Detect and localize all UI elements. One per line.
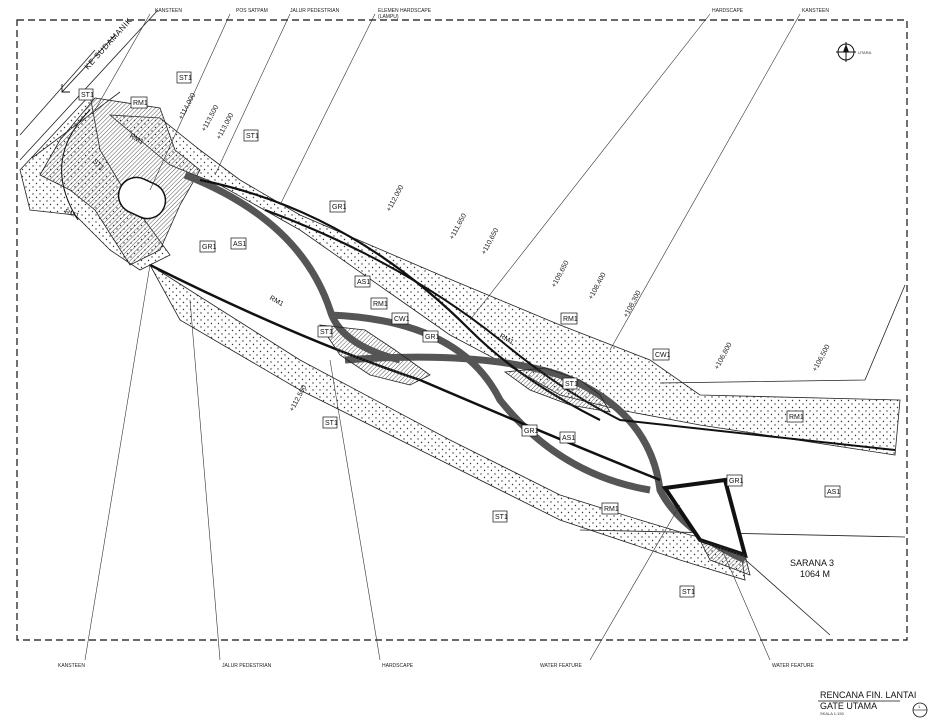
title-line-1: RENCANA FIN. LANTAI [820, 690, 916, 700]
tag-rm1: RM1 [370, 297, 388, 310]
entrance-plaza [39, 97, 201, 266]
callout-hardscape-bottom: HARDSCAPE [382, 663, 414, 669]
callout-water-feature-right: WATER FEATURE [772, 663, 815, 669]
water-feature-base [699, 539, 751, 576]
tag-cw1: CW1 [391, 312, 410, 325]
area-label-name: SARANA 3 [790, 558, 834, 568]
tag-gr1: GR1 [329, 200, 347, 213]
svg-text:+113,500: +113,500 [201, 104, 221, 133]
tag-as1: AS1 [354, 275, 371, 288]
svg-text:GR1: GR1 [425, 334, 440, 341]
svg-text:RM1: RM1 [604, 506, 619, 513]
callout-hardscape-top: HARDSCAPE [712, 8, 744, 14]
svg-text:ST1: ST1 [320, 329, 333, 336]
svg-text:+108,400: +108,400 [588, 272, 608, 301]
tag-as1: AS1 [824, 485, 841, 498]
tag-rm1: RM1 [130, 96, 148, 109]
svg-text:GR1: GR1 [729, 478, 744, 485]
callout-kansteen-bottom: KANSTEEN [58, 663, 85, 669]
svg-text:RM1: RM1 [789, 414, 804, 421]
svg-text:ST1: ST1 [682, 589, 695, 596]
tag-st1: ST1 [243, 129, 259, 142]
callout-kansteen-top-left: KANSTEEN [155, 8, 182, 14]
tag-gr1: GR1 [199, 240, 217, 253]
svg-text:CW1: CW1 [394, 316, 410, 323]
callout-kansteen-top-right: KANSTEEN [802, 8, 829, 14]
svg-text:+106,500: +106,500 [812, 344, 832, 373]
svg-text:AS1: AS1 [827, 489, 840, 496]
svg-text:RM1: RM1 [133, 100, 148, 107]
callout-elemen-hardscape: ELEMEN HARDSCAPE [378, 8, 432, 14]
svg-text:RM1: RM1 [268, 295, 284, 309]
north-arrow-icon [836, 42, 856, 62]
tag-rm1: RM1 [601, 502, 619, 515]
road-label: KE SUDAMANIK [83, 16, 134, 72]
svg-text:AS1: AS1 [357, 279, 370, 286]
tag-as1: AS1 [230, 237, 247, 250]
svg-text:+110,650: +110,650 [481, 227, 501, 256]
tag-rm1: RM1 [64, 208, 80, 220]
svg-text:+109,650: +109,650 [551, 260, 571, 289]
callout-jalur-pedestrian-top: JALUR PEDESTRIAN [290, 8, 340, 14]
leader-lines [84, 13, 801, 661]
sheet-number: 1 [918, 704, 921, 709]
svg-text:GR1: GR1 [202, 244, 217, 251]
tag-gr1: GR1 [726, 474, 744, 487]
callout-jalur-pedestrian-bottom: JALUR PEDESTRIAN [222, 663, 272, 669]
tag-st1: ST1 [679, 585, 695, 598]
svg-text:GR1: GR1 [332, 204, 347, 211]
drawing-border [16, 19, 908, 641]
title-line-2: GATE UTAMA [820, 701, 877, 711]
mid-node [503, 367, 611, 413]
tag-st1: ST1 [176, 71, 192, 84]
svg-text:ST1: ST1 [565, 381, 578, 388]
tag-st1: ST1 [492, 510, 508, 523]
callout-water-feature-left: WATER FEATURE [540, 663, 583, 669]
title-block: RENCANA FIN. LANTAI GATE UTAMA SKALA 1:1… [818, 690, 928, 718]
svg-text:CW1: CW1 [655, 352, 671, 359]
tag-gr1: GR1 [422, 330, 440, 343]
svg-text:RM1: RM1 [563, 316, 578, 323]
svg-text:AS1: AS1 [233, 241, 246, 248]
svg-text:ST1: ST1 [246, 133, 259, 140]
tag-st1: ST1 [322, 416, 338, 429]
svg-text:ST1: ST1 [325, 420, 338, 427]
central-node [319, 324, 431, 386]
entrance-arc [61, 109, 91, 221]
svg-text:ST1: ST1 [81, 92, 94, 99]
area-label-size: 1064 M [800, 569, 830, 579]
svg-text:+108,300: +108,300 [623, 290, 643, 319]
tag-rm1: RM1 [268, 295, 284, 309]
tag-cw1: CW1 [652, 348, 671, 361]
title-scale: SKALA 1:150 [820, 711, 845, 716]
svg-text:RM1: RM1 [64, 208, 80, 220]
svg-text:AS1: AS1 [562, 435, 575, 442]
callout-lampu: (LAMPU) [378, 14, 399, 20]
svg-text:+113,000: +113,000 [216, 112, 236, 141]
north-label: UTARA [858, 50, 872, 55]
svg-text:+114,000: +114,000 [178, 92, 198, 121]
tag-rm1: RM1 [786, 410, 804, 423]
tag-as1: AS1 [559, 431, 576, 444]
svg-text:+111,650: +111,650 [449, 213, 469, 241]
svg-text:ST1: ST1 [495, 514, 508, 521]
tag-gr1: GR1 [521, 424, 539, 437]
tag-rm1: RM1 [560, 312, 578, 325]
material-tags: ST1 ST1 ST1 ST1 ST1 ST1 ST1 RM1 RM1 RM1 … [64, 71, 841, 598]
svg-text:+112,000: +112,000 [386, 184, 406, 213]
callout-pos-satpam: POS SATPAM [236, 8, 268, 14]
svg-text:ST1: ST1 [179, 75, 192, 82]
svg-text:RM1: RM1 [373, 301, 388, 308]
svg-text:+106,800: +106,800 [714, 342, 734, 371]
tag-st1: ST1 [78, 88, 94, 101]
svg-text:GR1: GR1 [524, 428, 539, 435]
tag-st1: ST1 [317, 325, 333, 338]
guard-post [117, 176, 167, 220]
tag-st1: ST1 [562, 377, 578, 390]
road-arrow-icon [61, 34, 116, 93]
